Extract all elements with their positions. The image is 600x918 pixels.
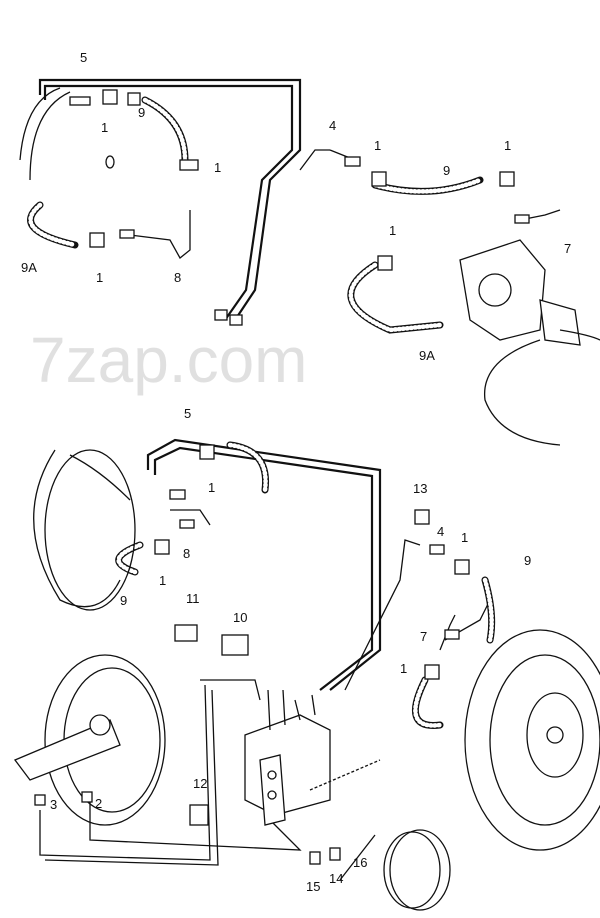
callouts-top: 5 1 9 1 9A 1 8 4 1 9 1 7 1 9A <box>21 50 571 363</box>
callout-12: 12 <box>193 776 207 791</box>
callout-16: 16 <box>353 855 367 870</box>
callout-5: 5 <box>184 406 191 421</box>
callout-1: 1 <box>159 573 166 588</box>
rear-drum <box>464 629 600 851</box>
callout-2: 2 <box>95 796 102 811</box>
front-rotor <box>33 449 136 611</box>
small-parts <box>154 444 470 911</box>
callout-1: 1 <box>101 120 108 135</box>
callout-15: 15 <box>306 879 320 894</box>
callout-4: 4 <box>437 524 444 539</box>
callouts-bottom: 5 1 13 4 1 9 8 9 1 11 10 7 1 12 3 2 15 1… <box>50 406 531 894</box>
callout-11: 11 <box>186 591 200 606</box>
callout-1: 1 <box>461 530 468 545</box>
callout-4: 4 <box>329 118 336 133</box>
callout-14: 14 <box>329 871 343 886</box>
callout-9: 9 <box>443 163 450 178</box>
callout-1: 1 <box>96 270 103 285</box>
pressure-regulator <box>244 689 381 826</box>
callout-3: 3 <box>50 797 57 812</box>
callout-8: 8 <box>174 270 181 285</box>
callout-7: 7 <box>564 241 571 256</box>
callout-7: 7 <box>420 629 427 644</box>
callout-1: 1 <box>214 160 221 175</box>
top-fittings <box>69 89 530 326</box>
callout-5: 5 <box>80 50 87 65</box>
callout-1: 1 <box>504 138 511 153</box>
callout-10: 10 <box>233 610 247 625</box>
top-hoses <box>27 96 484 334</box>
callout-1: 1 <box>389 223 396 238</box>
callout-9: 9 <box>524 553 531 568</box>
callout-13: 13 <box>413 481 427 496</box>
callout-1: 1 <box>208 480 215 495</box>
master-cylinder <box>13 654 166 826</box>
callout-1: 1 <box>374 138 381 153</box>
bottom-brake-lines <box>39 438 491 866</box>
callout-9a: 9A <box>21 260 37 275</box>
watermark: 7zap.com <box>30 324 307 396</box>
bottom-hoses <box>115 441 496 729</box>
caliper-and-rotor <box>459 239 600 446</box>
callout-1: 1 <box>400 661 407 676</box>
callout-9: 9 <box>120 593 127 608</box>
callout-9a: 9A <box>419 348 435 363</box>
callout-9: 9 <box>138 105 145 120</box>
callout-8: 8 <box>183 546 190 561</box>
